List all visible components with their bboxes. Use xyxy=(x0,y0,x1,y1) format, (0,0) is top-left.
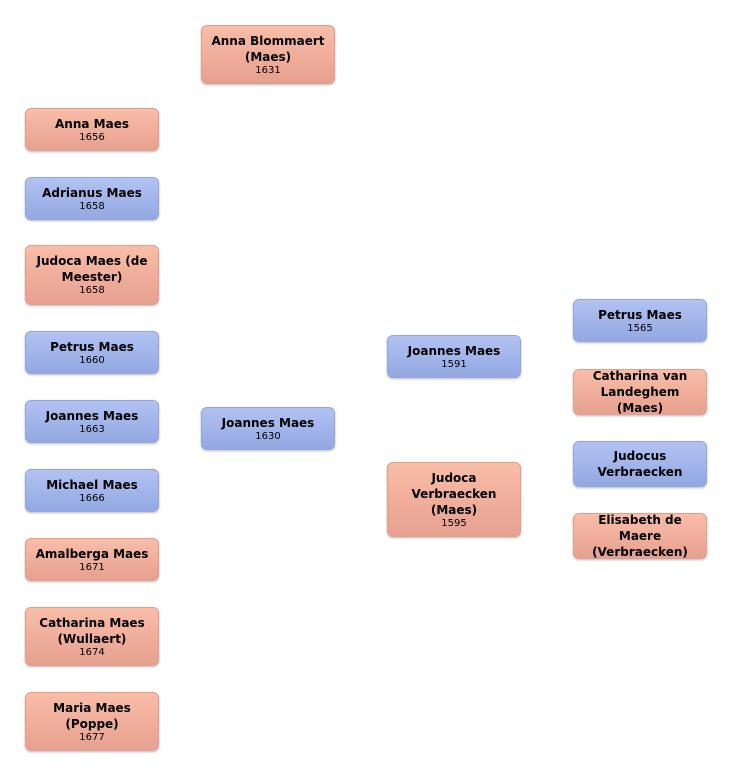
person-year: 1674 xyxy=(79,646,105,658)
person-name: Amalberga Maes xyxy=(35,546,149,561)
person-year: 1565 xyxy=(627,322,653,334)
person-card-amalberga-maes[interactable]: Amalberga Maes 1671 xyxy=(25,538,159,581)
person-name: Judocus Verbraecken xyxy=(597,449,683,479)
person-year: 1595 xyxy=(441,517,467,529)
person-card-petrus-maes-1660[interactable]: Petrus Maes 1660 xyxy=(25,331,159,374)
person-name: Joannes Maes xyxy=(407,343,501,358)
person-year: 1658 xyxy=(79,200,105,212)
person-card-petrus-maes-1565[interactable]: Petrus Maes 1565 xyxy=(573,299,707,342)
person-card-judoca-maes[interactable]: Judoca Maes (de Meester) 1658 xyxy=(25,245,159,305)
person-card-adrianus-maes[interactable]: Adrianus Maes 1658 xyxy=(25,177,159,220)
person-year: 1663 xyxy=(79,423,105,435)
person-year: 1591 xyxy=(441,358,467,370)
person-card-michael-maes[interactable]: Michael Maes 1666 xyxy=(25,469,159,512)
person-name: Anna Maes xyxy=(55,116,129,131)
person-name: Adrianus Maes xyxy=(42,185,142,200)
person-card-catharina-maes[interactable]: Catharina Maes (Wullaert) 1674 xyxy=(25,607,159,666)
person-year: 1658 xyxy=(79,285,105,296)
person-name: Joannes Maes xyxy=(45,408,139,423)
person-year: 1631 xyxy=(255,64,281,76)
person-card-joannes-maes-1663[interactable]: Joannes Maes 1663 xyxy=(25,400,159,443)
person-card-anna-maes[interactable]: Anna Maes 1656 xyxy=(25,108,159,151)
person-year: 1630 xyxy=(255,430,281,442)
person-card-judoca-verbraecken[interactable]: Judoca Verbraecken (Maes) 1595 xyxy=(387,462,521,537)
person-name: Petrus Maes xyxy=(598,307,682,322)
person-name: Catharina van Landeghem (Maes) xyxy=(592,369,688,415)
person-name: Elisabeth de Maere (Verbraecken) xyxy=(592,513,688,559)
person-card-judocus-verbraecken[interactable]: Judocus Verbraecken xyxy=(573,441,707,487)
person-year: 1671 xyxy=(79,561,105,573)
person-card-anna-blommaert[interactable]: Anna Blommaert (Maes) 1631 xyxy=(201,25,335,84)
person-name: Catharina Maes (Wullaert) xyxy=(39,615,145,646)
person-name: Judoca Verbraecken (Maes) xyxy=(411,470,497,517)
person-name: Maria Maes (Poppe) xyxy=(53,700,131,731)
person-year: 1656 xyxy=(79,131,105,143)
person-card-catharina-van-landeghem[interactable]: Catharina van Landeghem (Maes) xyxy=(573,369,707,415)
person-year: 1660 xyxy=(79,354,105,366)
person-card-elisabeth-de-maere[interactable]: Elisabeth de Maere (Verbraecken) xyxy=(573,513,707,559)
person-card-maria-maes[interactable]: Maria Maes (Poppe) 1677 xyxy=(25,692,159,751)
person-name: Joannes Maes xyxy=(221,415,315,430)
person-year: 1666 xyxy=(79,492,105,504)
person-name: Anna Blommaert (Maes) xyxy=(211,33,325,64)
person-year: 1677 xyxy=(79,731,105,743)
person-name: Petrus Maes xyxy=(50,339,134,354)
person-name: Michael Maes xyxy=(46,477,138,492)
person-name: Judoca Maes (de Meester) xyxy=(36,254,148,284)
person-card-joannes-maes-1591[interactable]: Joannes Maes 1591 xyxy=(387,335,521,378)
person-card-joannes-maes-1630[interactable]: Joannes Maes 1630 xyxy=(201,407,335,450)
